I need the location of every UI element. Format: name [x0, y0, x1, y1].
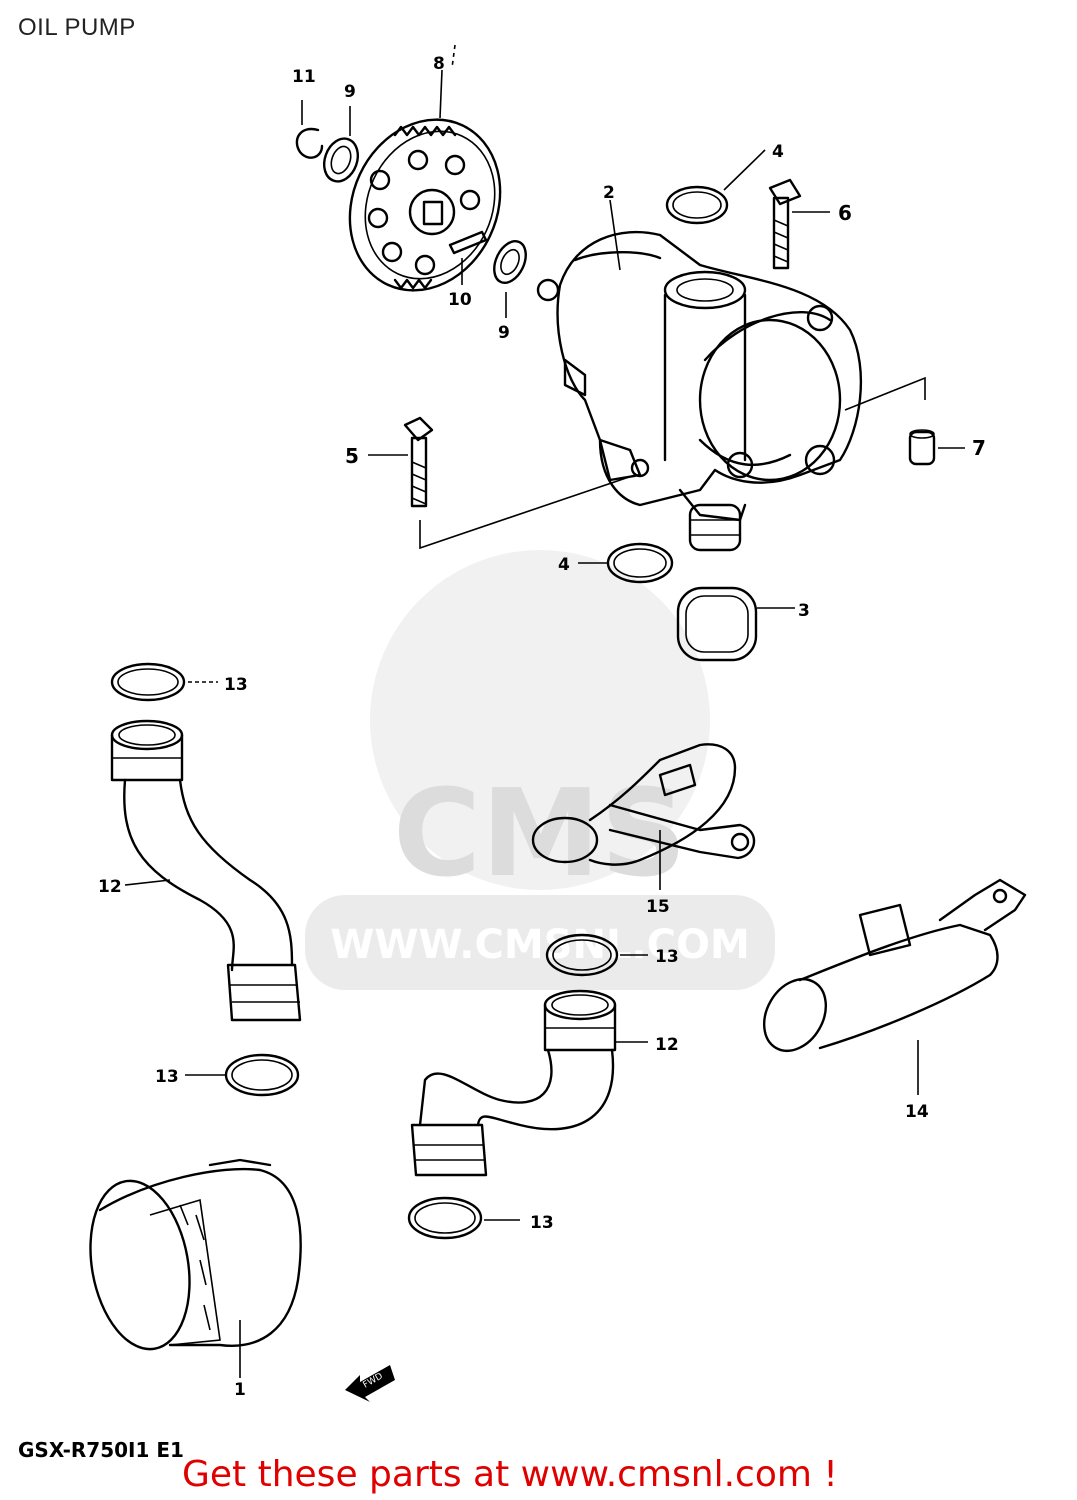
part-bolt-lower[interactable] — [368, 416, 434, 508]
callout-15: 15 — [646, 897, 670, 917]
page-title: OIL PUMP — [18, 14, 136, 41]
part-o-ring-13-b[interactable] — [185, 1053, 300, 1097]
part-oil-pipe-lower[interactable] — [410, 989, 648, 1177]
part-o-ring-13-a[interactable] — [110, 662, 218, 702]
callout-14: 14 — [905, 1102, 929, 1122]
watermark-text: WWW.CMSNL.COM — [330, 922, 750, 968]
callout-4-upper: 4 — [772, 142, 784, 162]
callout-6: 6 — [838, 201, 852, 225]
callout-13-d: 13 — [530, 1213, 554, 1233]
callout-2: 2 — [603, 183, 615, 203]
callout-1: 1 — [234, 1380, 246, 1400]
part-oil-filter[interactable] — [78, 1158, 302, 1378]
callout-13-c: 13 — [655, 947, 679, 967]
part-oil-pump-body[interactable] — [536, 199, 863, 552]
model-code: GSX-R750I1 E1 — [18, 1438, 184, 1462]
part-o-ring-13-c[interactable] — [545, 933, 648, 977]
callout-5: 5 — [345, 444, 359, 468]
watermark: CMS WWW.CMSNL.COM — [305, 550, 775, 990]
part-oil-pipe-left[interactable] — [110, 719, 302, 1022]
part-dowel-pin[interactable] — [908, 429, 965, 466]
part-oil-pipe-15[interactable] — [531, 743, 756, 890]
callout-9-upper: 9 — [344, 82, 356, 102]
callout-11: 11 — [292, 67, 316, 87]
part-o-ring-13-d[interactable] — [407, 1196, 520, 1240]
promo-link[interactable]: Get these parts at www.cmsnl.com ! — [182, 1454, 838, 1495]
part-circlip[interactable] — [295, 100, 324, 159]
callout-13-b: 13 — [155, 1067, 179, 1087]
part-o-ring-upper[interactable] — [665, 149, 766, 225]
part-washer-lower[interactable] — [488, 236, 532, 318]
part-washer-upper[interactable] — [318, 106, 363, 186]
part-pin[interactable] — [448, 230, 488, 285]
callout-labels: 11 9 8 4 2 6 10 9 5 7 4 3 13 12 15 13 12… — [98, 54, 986, 1400]
callout-12-left: 12 — [98, 877, 122, 897]
callout-12-lower: 12 — [655, 1035, 679, 1055]
part-gasket[interactable] — [676, 586, 795, 662]
callout-10: 10 — [448, 290, 472, 310]
callout-4-lower: 4 — [558, 555, 570, 575]
part-oil-pipe-14[interactable] — [752, 878, 1027, 1095]
part-bolt-upper[interactable] — [768, 178, 830, 270]
part-pump-gear[interactable] — [323, 69, 528, 315]
callout-8: 8 — [433, 54, 445, 74]
callout-9-lower: 9 — [498, 323, 510, 343]
watermark-logo: CMS — [393, 765, 687, 904]
part-o-ring-lower[interactable] — [578, 542, 674, 584]
fwd-arrow-icon: FWD — [345, 1365, 395, 1402]
callout-3: 3 — [798, 601, 810, 621]
callout-13-a: 13 — [224, 675, 248, 695]
callout-7: 7 — [972, 436, 986, 460]
alignment-lines — [419, 44, 926, 550]
